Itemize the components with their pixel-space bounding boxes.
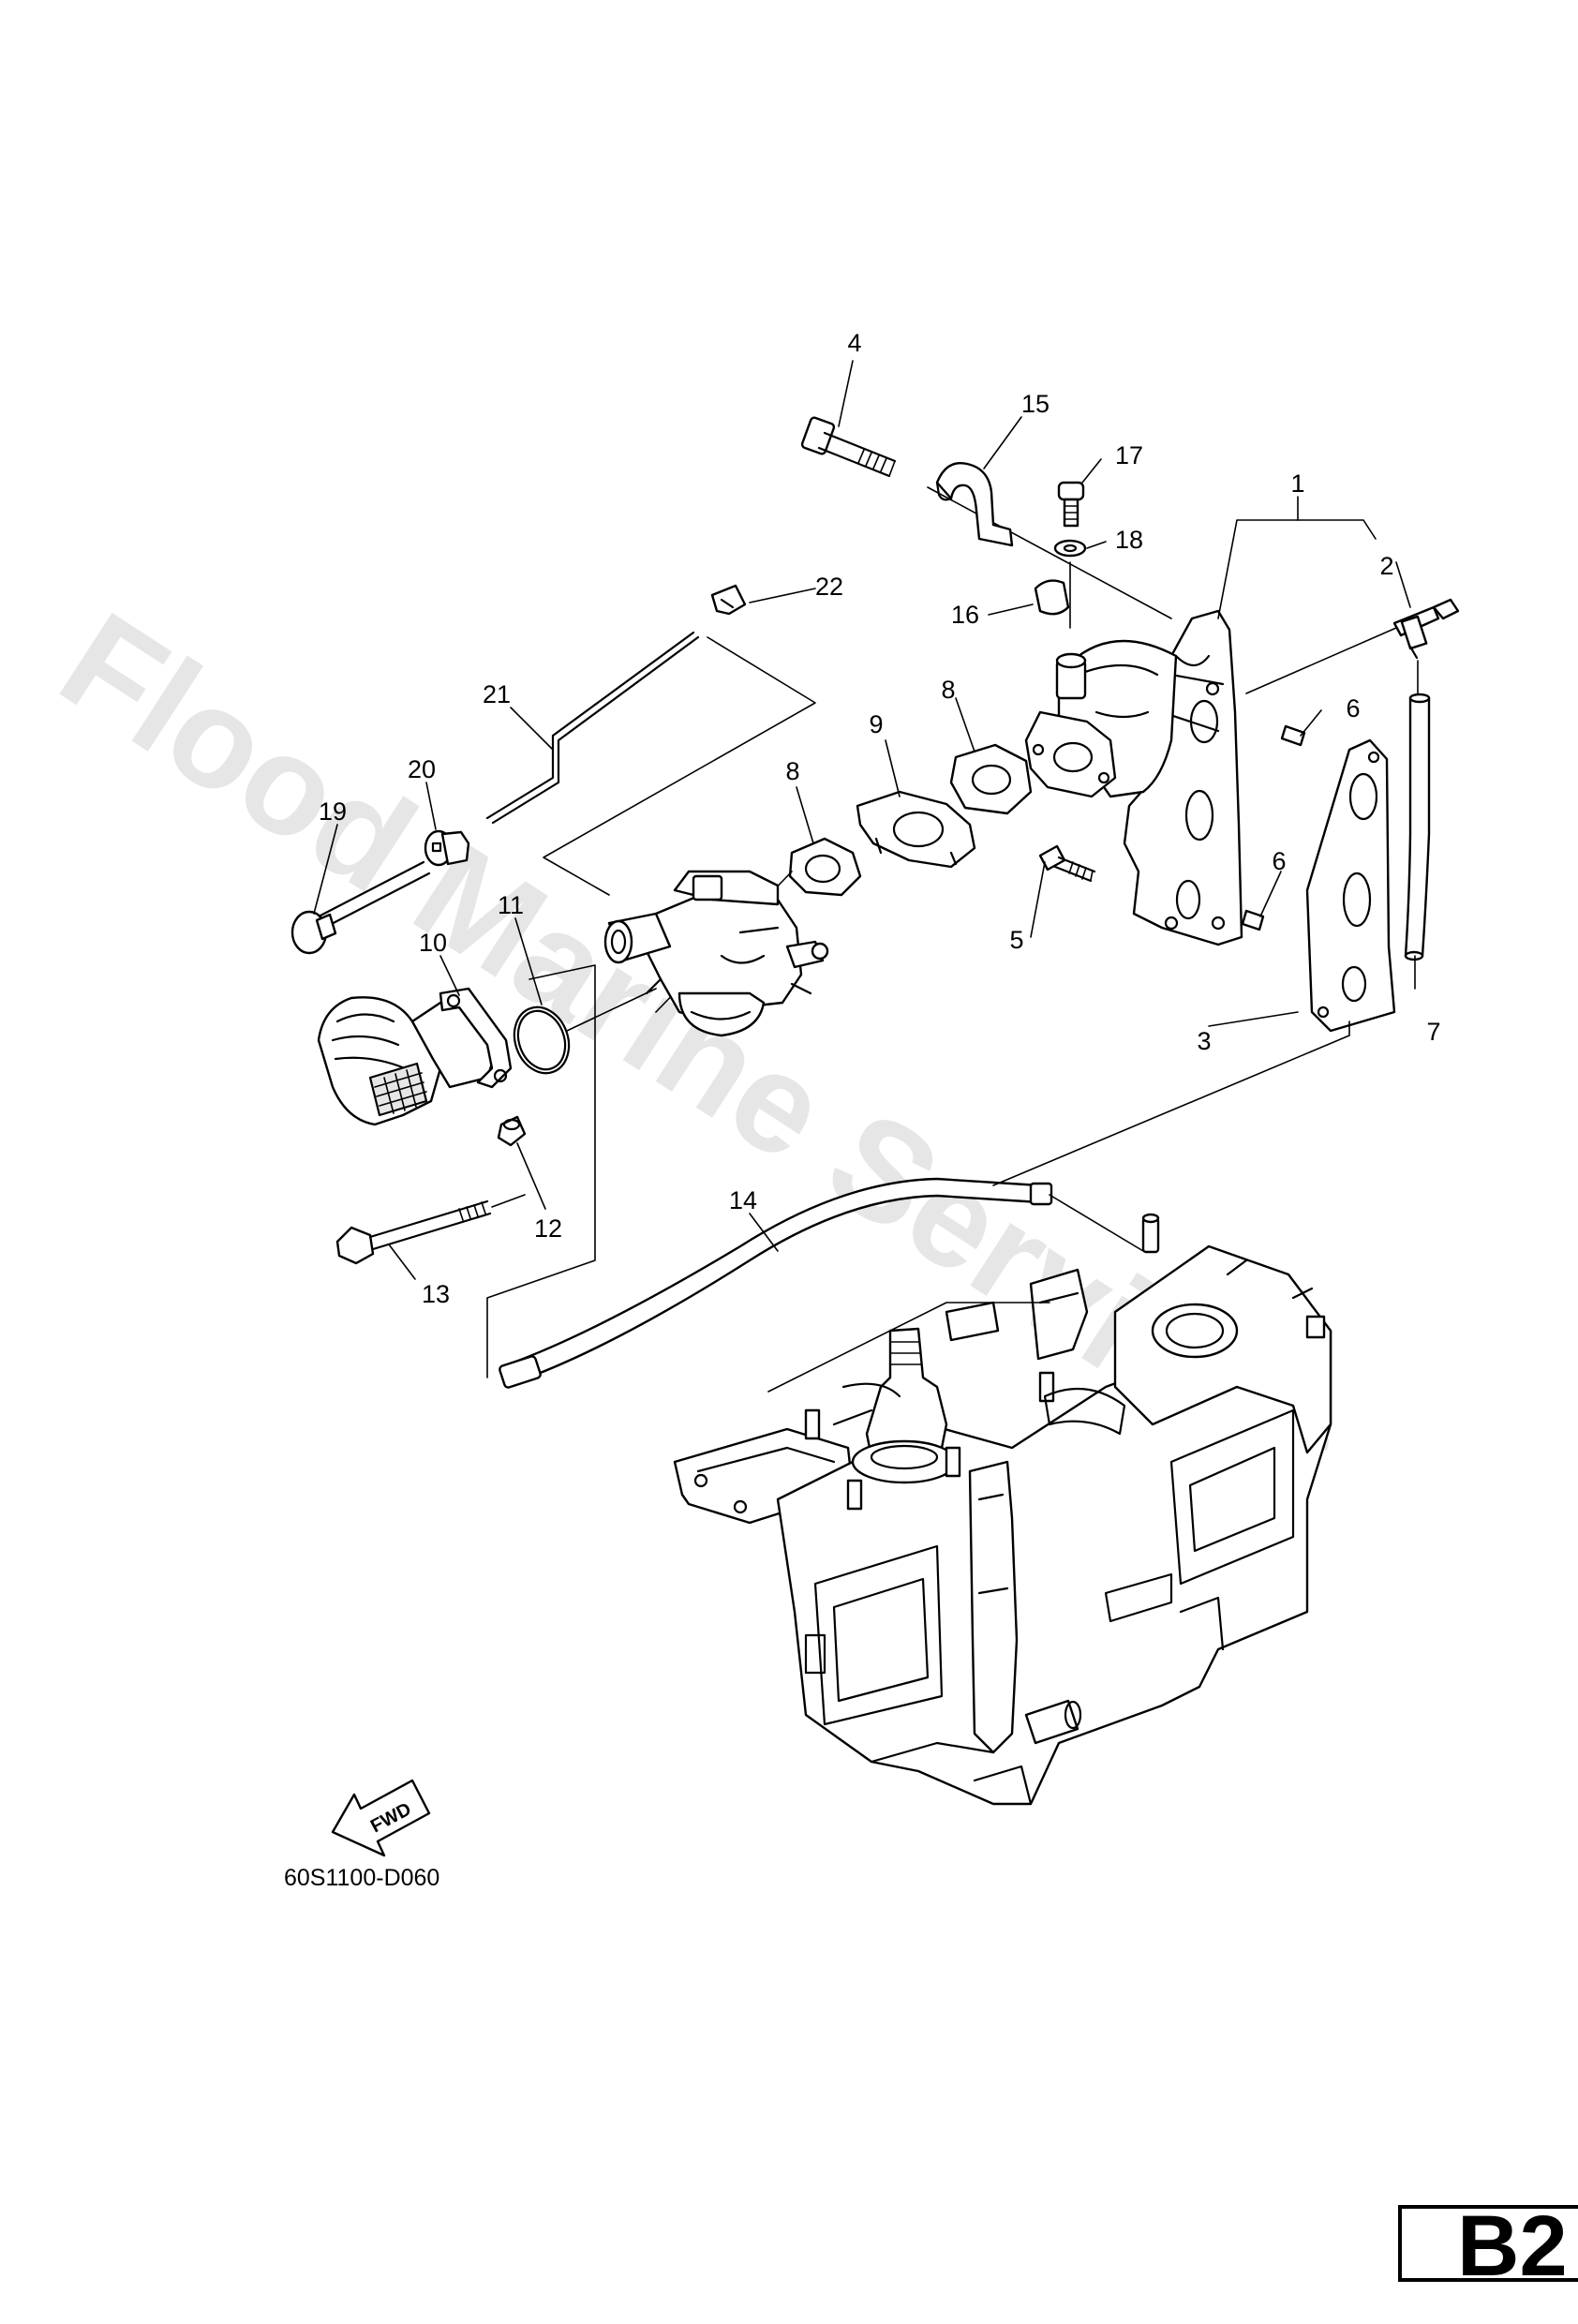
part-20-bushing[interactable]	[424, 829, 470, 867]
callout-19: 19	[319, 797, 347, 826]
part-5-bolt[interactable]	[1038, 844, 1096, 883]
callout-leaders	[313, 360, 1416, 1280]
leader-11-axis	[566, 988, 657, 1032]
part-13-long-bolt[interactable]	[335, 1199, 492, 1265]
part-3-gasket[interactable]	[1305, 738, 1396, 1033]
part-4-bolt[interactable]	[800, 416, 897, 478]
callout-3: 3	[1197, 1027, 1211, 1055]
callout-12: 12	[534, 1214, 562, 1243]
part-8-gasket-lower[interactable]	[788, 837, 862, 897]
leader-4-axis	[927, 486, 1172, 619]
callout-18: 18	[1115, 526, 1143, 554]
callout-15: 15	[1021, 390, 1050, 418]
part-22-clip[interactable]	[710, 584, 747, 616]
callout-11: 11	[498, 891, 524, 919]
callout-8-lower: 8	[785, 757, 799, 785]
callout-6-upper: 6	[1346, 694, 1360, 723]
part-11-o-ring[interactable]	[505, 1000, 577, 1081]
callout-8-upper: 8	[941, 676, 955, 704]
part-2-tee-fitting[interactable]	[1392, 598, 1460, 660]
leader-engine-axis	[767, 1302, 1050, 1393]
carburetor[interactable]	[603, 870, 829, 1037]
callout-20: 20	[408, 755, 436, 783]
callout-1: 1	[1290, 469, 1304, 498]
part-14-hose[interactable]	[499, 1177, 1053, 1389]
callout-6-lower: 6	[1272, 847, 1286, 875]
page-id: B2	[1457, 2198, 1568, 2294]
callout-7: 7	[1426, 1018, 1440, 1046]
leader-bracket	[486, 964, 596, 1378]
part-10-silencer[interactable]	[317, 987, 513, 1126]
callout-labels: 1 2 3 4 5 6 6 7 8 8 9 10 11 12 13 14 15 …	[319, 329, 1441, 1308]
part-21-link-rod[interactable]	[485, 631, 700, 825]
callout-16: 16	[951, 601, 979, 629]
part-8-gasket-upper[interactable]	[949, 743, 1033, 815]
callout-14: 14	[729, 1186, 757, 1214]
part-6-dowel-lower[interactable]	[1241, 909, 1265, 931]
part-1-intake-manifold[interactable]	[1024, 609, 1243, 946]
part-9-insulator[interactable]	[856, 790, 976, 869]
leader-13-axis	[491, 1194, 526, 1208]
part-6-dowel-upper[interactable]	[1280, 724, 1306, 747]
callout-9: 9	[869, 710, 883, 738]
callout-17: 17	[1115, 441, 1143, 469]
page-id-box: B2	[1398, 2198, 1578, 2294]
part-16-grommet[interactable]	[1034, 579, 1070, 616]
part-12-collar[interactable]	[497, 1115, 527, 1147]
leader-2-axis	[1245, 627, 1397, 694]
part-19-choke-knob[interactable]	[290, 860, 431, 955]
callout-4: 4	[847, 329, 861, 357]
fwd-arrow-icon: FWD	[331, 1779, 431, 1857]
callout-22: 22	[815, 573, 843, 601]
part-17-screw[interactable]	[1057, 481, 1085, 528]
callout-21: 21	[483, 680, 511, 708]
part-15-clamp[interactable]	[935, 462, 1014, 547]
leader-14-axis	[1049, 1194, 1144, 1252]
callout-5: 5	[1009, 926, 1023, 954]
callout-2: 2	[1379, 552, 1393, 580]
part-18-washer[interactable]	[1053, 539, 1087, 558]
leader-3-axis	[992, 1020, 1350, 1186]
callout-10: 10	[419, 929, 447, 957]
leader-21-axis	[543, 636, 816, 896]
engine-block	[673, 1213, 1332, 1806]
part-7-hose[interactable]	[1404, 693, 1431, 961]
callout-13: 13	[422, 1280, 450, 1308]
diagram-code: 60S1100-D060	[284, 1865, 439, 1891]
